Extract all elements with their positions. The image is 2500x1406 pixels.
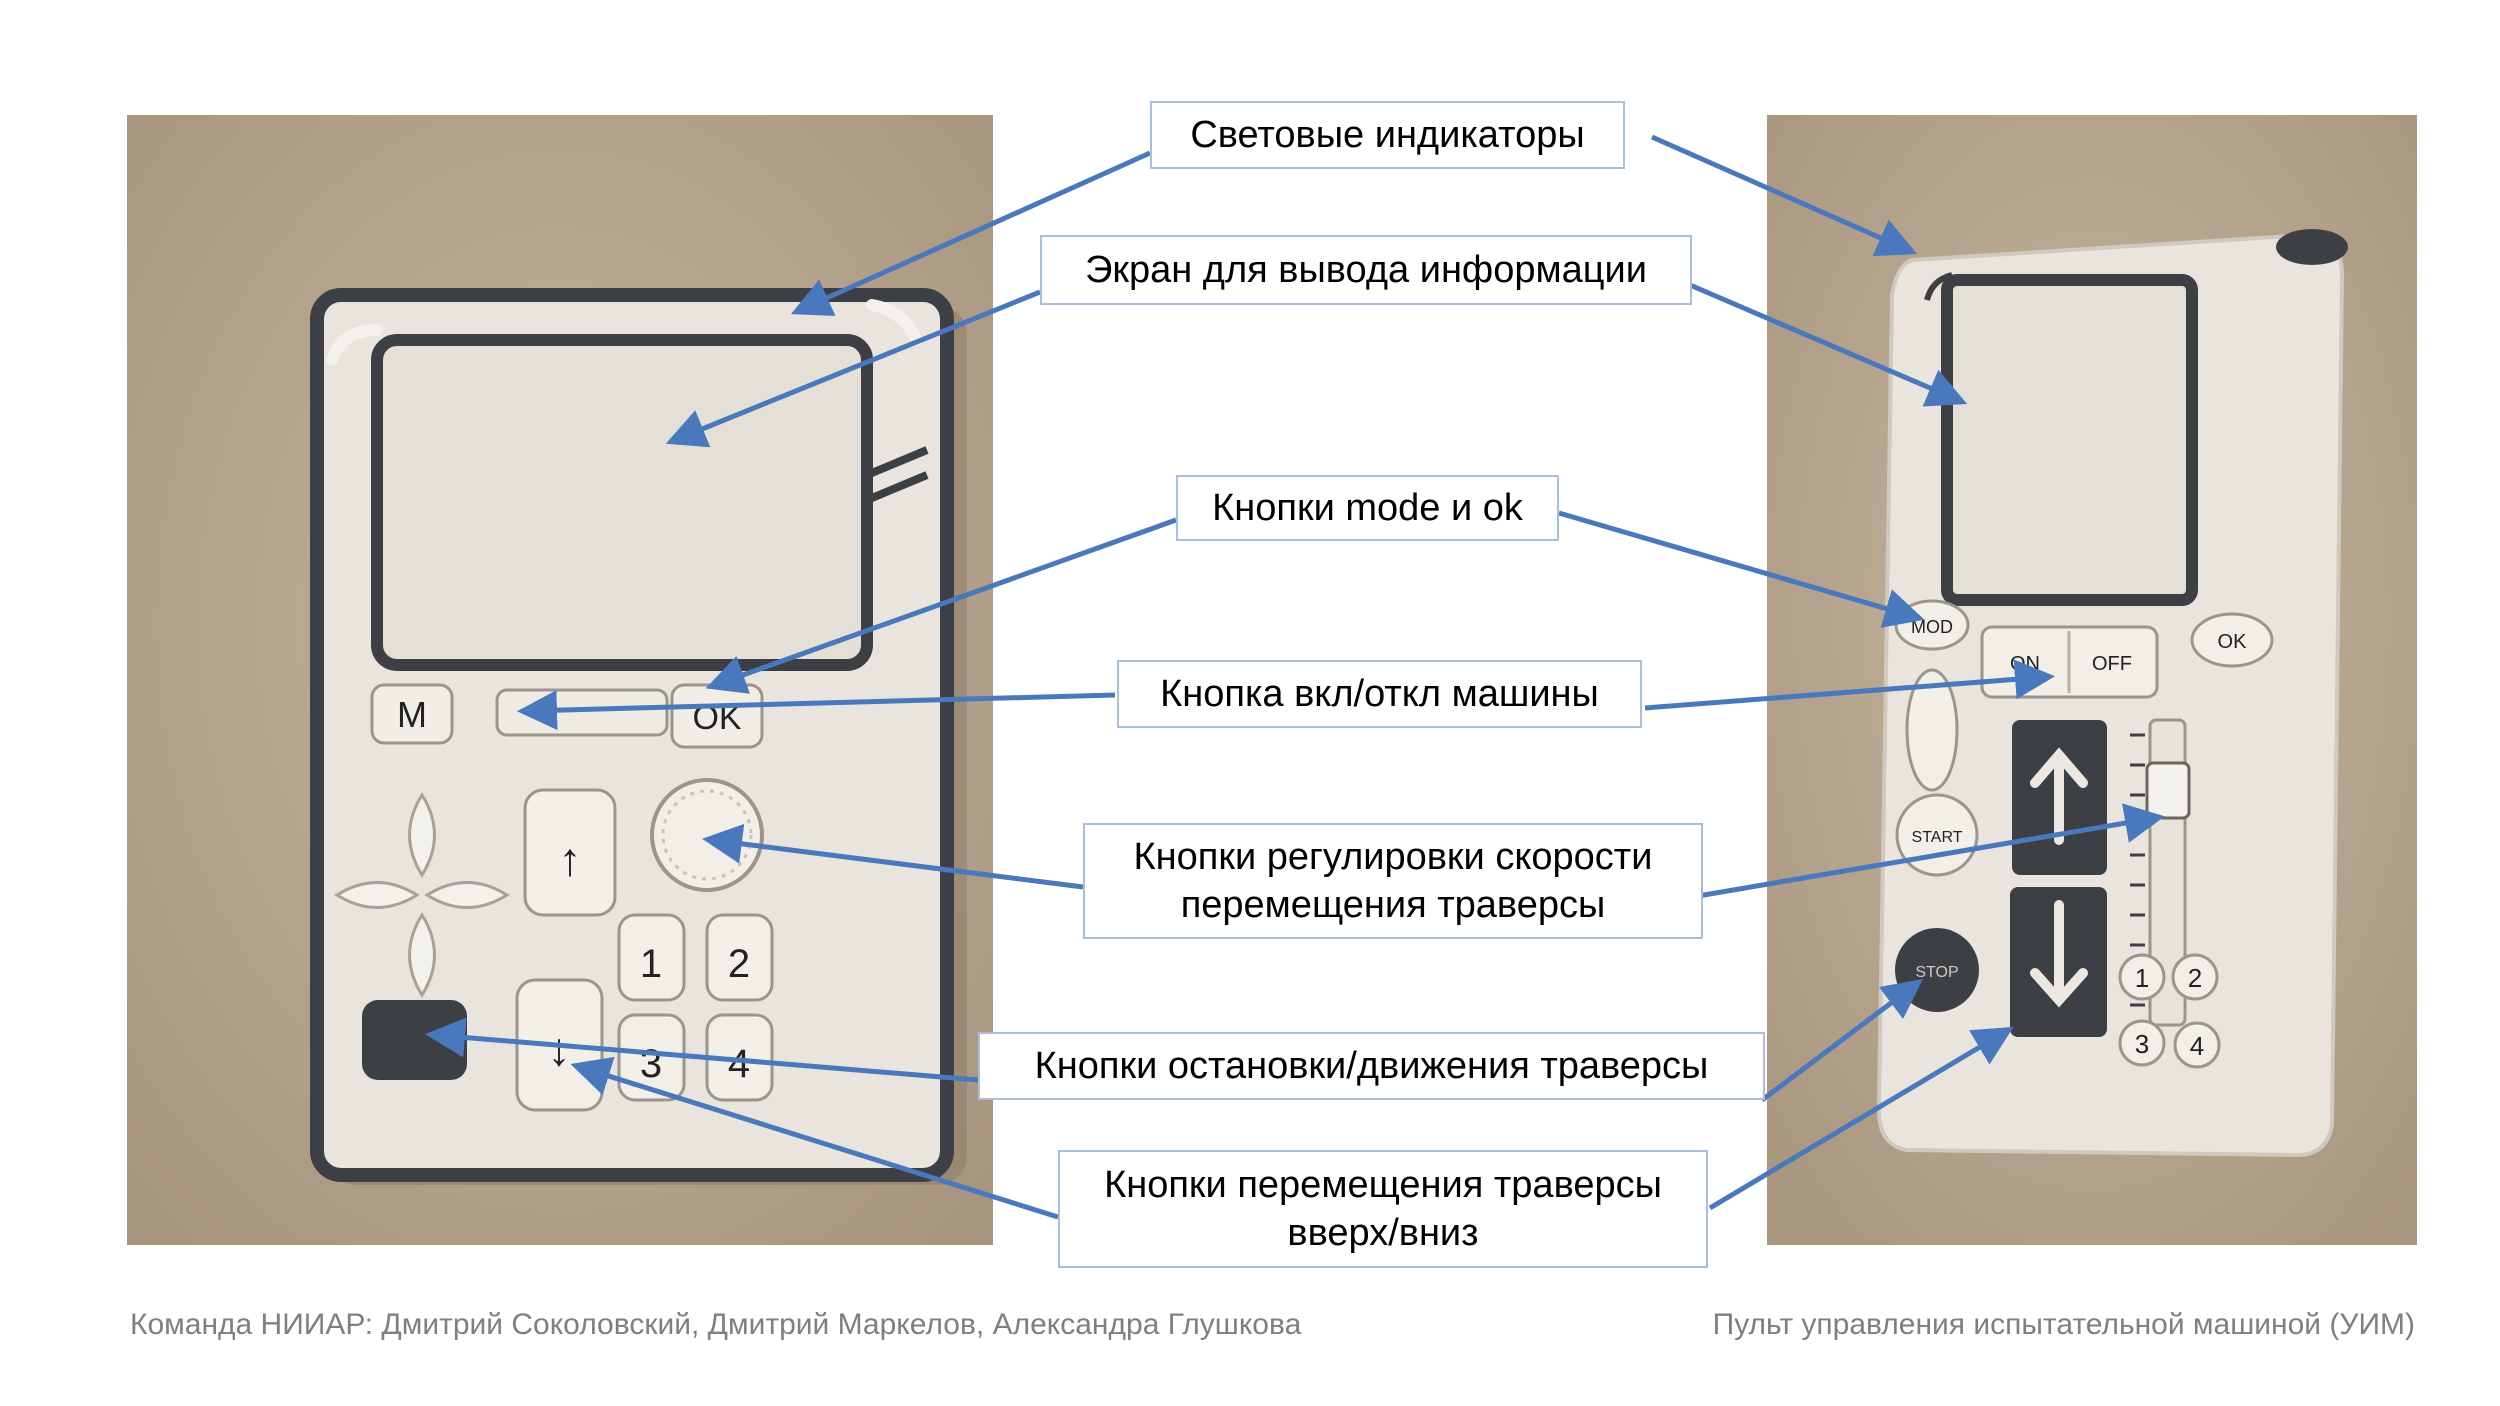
device-left-m-button <box>370 683 454 745</box>
device-screen-shape <box>371 334 873 671</box>
arrow-stop-move-left <box>425 1017 979 1083</box>
arrow-power-right <box>1644 659 2055 711</box>
device-front-illustration: M OK ↑ 1 2 3 4 ↓ <box>127 115 993 1245</box>
label-up-down: Кнопки перемещения траверсы вверх/вниз <box>1058 1150 1708 1268</box>
device-right-key-2: 2 <box>2188 963 2202 993</box>
label-speed: Кнопки регулировки скорости перемещения … <box>1083 823 1703 939</box>
arrow-mode-ok-right <box>1558 510 1925 628</box>
arrow-screen-left <box>665 289 1041 448</box>
device-screen-shape <box>1941 274 2198 606</box>
device-left-key-2: 2 <box>728 942 750 986</box>
arrow-power-left <box>517 690 1116 731</box>
indicator-dark-shape <box>2276 229 2348 265</box>
label-screen: Экран для вывода информации <box>1040 235 1692 305</box>
arrow-up-down-right <box>1708 1026 2014 1211</box>
arrow-speed-right <box>1656 803 2165 906</box>
arrow-indicators-right <box>1650 134 1918 257</box>
device-right-off-label: OFF <box>2092 653 2132 675</box>
device-right-key-4: 4 <box>2190 1031 2204 1061</box>
indicator-right-shape <box>866 299 923 346</box>
device-right-key-1: 1 <box>2135 963 2149 993</box>
photo-device-front: M OK ↑ 1 2 3 4 ↓ <box>127 115 993 1245</box>
device-left-dpad <box>334 792 510 998</box>
label-power: Кнопка вкл/откл машины <box>1117 660 1642 728</box>
device-left-up-button <box>523 788 617 917</box>
label-stop-move: Кнопки остановки/движения траверсы <box>978 1032 1765 1100</box>
label-indicators: Световые индикаторы <box>1150 101 1625 169</box>
device-right-stop-label: STOP <box>1915 964 1958 981</box>
arrow-screen-right <box>1689 282 1968 407</box>
device-left-up-label: ↑ <box>559 833 582 885</box>
arrow-indicators-left <box>790 150 1152 316</box>
arrow-speed-left <box>702 823 1084 890</box>
device-left-down-label: ↓ <box>548 1023 571 1075</box>
arrow-up-down-left <box>570 1056 1059 1220</box>
footer-team: Команда НИИАР: Дмитрий Соколовский, Дмит… <box>130 1308 1302 1341</box>
device-left-key-4: 4 <box>728 1042 750 1086</box>
device-right-key-3: 3 <box>2135 1029 2149 1059</box>
device-right-ok-label: OK <box>2218 631 2248 653</box>
label-mode-ok: Кнопки mode и ok <box>1176 475 1559 541</box>
arrow-stop-move-right <box>1760 978 1923 1102</box>
arrow-mode-ok-left <box>705 517 1177 694</box>
device-right-start-label: START <box>1912 829 1963 846</box>
device-angled-illustration: MOD ON OFF OK START STOP <box>1767 115 2417 1245</box>
device-right-start-button <box>1895 793 1979 877</box>
footer-title: Пульт управления испытательной машиной (… <box>1712 1308 2415 1341</box>
device-left-key-1: 1 <box>640 942 662 986</box>
photo-device-angled: MOD ON OFF OK START STOP <box>1767 115 2417 1245</box>
device-left-m-label: M <box>397 694 427 735</box>
indicator-left-shape <box>326 324 383 366</box>
